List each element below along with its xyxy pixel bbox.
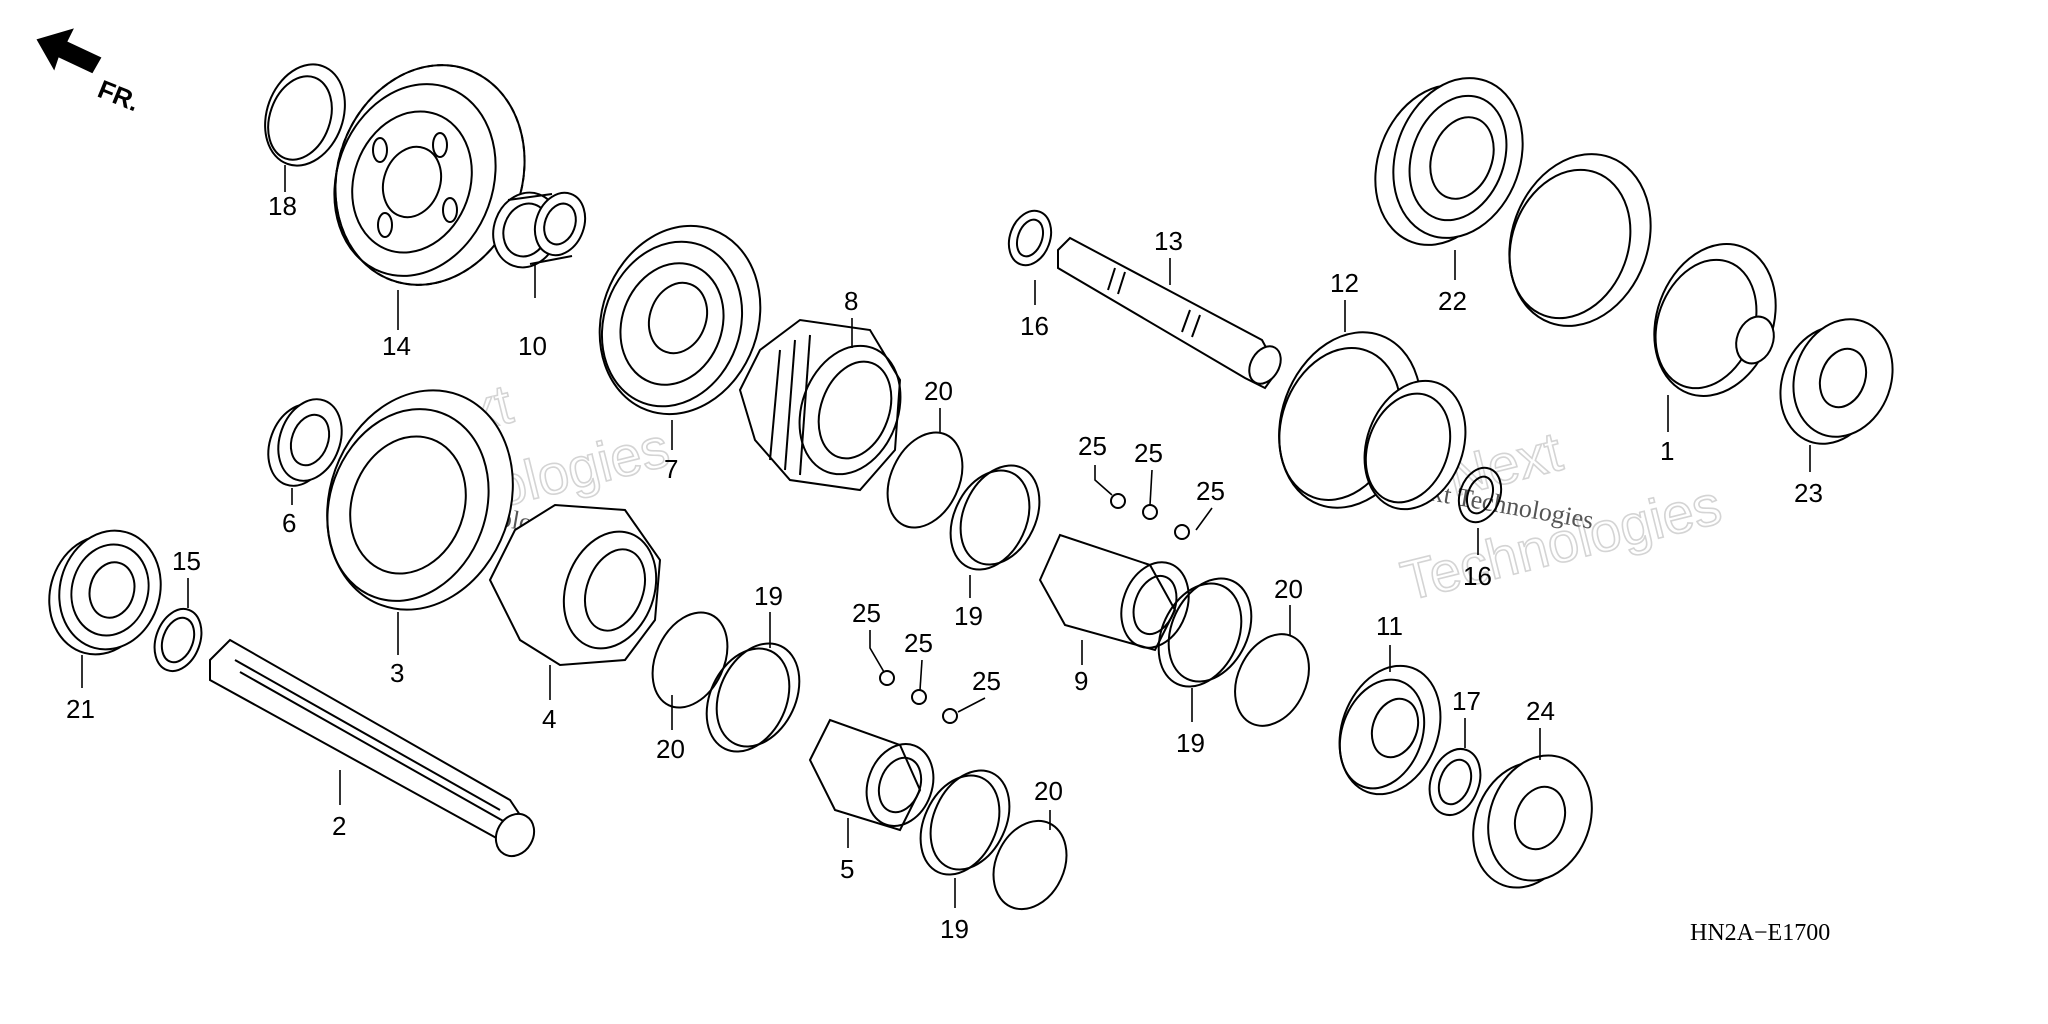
callout-14: 14 — [382, 331, 411, 361]
part-15-washer — [153, 608, 203, 672]
diagram-reference-code: HN2A−E1700 — [1690, 920, 1830, 946]
callout-8: 8 — [844, 286, 858, 316]
part-19-spline-washer-right — [1157, 577, 1253, 688]
callout-2: 2 — [332, 811, 346, 841]
callout-16-upper: 16 — [1020, 311, 1049, 341]
callout-24: 24 — [1526, 696, 1555, 726]
part-24-ball-bearing — [1472, 754, 1593, 889]
part-9-needle-bearing — [1038, 533, 1190, 652]
callout-12: 12 — [1330, 268, 1359, 298]
callout-3: 3 — [390, 658, 404, 688]
part-13-countershaft — [1057, 236, 1282, 390]
part-17-washer — [1428, 748, 1482, 816]
callout-5: 5 — [840, 854, 854, 884]
part-7-gear — [598, 224, 762, 416]
part-19-spline-washer-lower-left — [705, 642, 801, 753]
callout-9: 9 — [1074, 666, 1088, 696]
callout-6: 6 — [282, 508, 296, 538]
callout-11: 11 — [1376, 611, 1403, 641]
callout-20-lower-left: 20 — [656, 734, 685, 764]
part-3-gear — [326, 389, 514, 611]
callout-4: 4 — [542, 704, 556, 734]
callout-25-d: 25 — [852, 598, 881, 628]
callout-19-lower: 19 — [940, 914, 969, 944]
part-1-gear-cluster — [1508, 153, 1777, 397]
callout-16-lower: 16 — [1463, 561, 1492, 591]
callout-25-a: 25 — [1078, 431, 1107, 461]
callout-20-upper: 20 — [924, 376, 953, 406]
part-16-washer-lower — [1457, 466, 1503, 524]
part-20-circlip-lower — [992, 819, 1068, 911]
callout-19-lower-left: 19 — [754, 581, 783, 611]
part-20-circlip-upper — [886, 431, 964, 529]
part-22-ball-bearing — [1374, 77, 1524, 246]
callout-7: 7 — [664, 454, 678, 484]
front-direction-label: FR. — [94, 74, 144, 118]
callout-10: 10 — [518, 331, 547, 361]
part-11-gear — [1338, 664, 1442, 796]
callout-20-right: 20 — [1274, 574, 1303, 604]
part-20-circlip-right — [1234, 633, 1310, 727]
part-6-collar — [267, 398, 343, 487]
part-18-thrust-washer — [264, 63, 346, 167]
part-20-circlip-lower-left — [651, 611, 729, 709]
part-23-ball-bearing — [1779, 318, 1894, 445]
callout-25-b: 25 — [1134, 438, 1163, 468]
callout-25-c: 25 — [1196, 476, 1225, 506]
part-14-large-gear — [333, 64, 526, 286]
front-direction-arrow-icon — [36, 28, 102, 74]
callout-22: 22 — [1438, 286, 1467, 316]
part-21-ball-bearing — [48, 529, 162, 656]
callout-20-lower: 20 — [1034, 776, 1063, 806]
part-4-shifter-sleeve — [488, 503, 662, 667]
part-19-spline-washer-lower — [919, 769, 1011, 876]
callout-18: 18 — [268, 191, 297, 221]
callout-25-e: 25 — [904, 628, 933, 658]
part-12-gear — [1278, 331, 1467, 511]
callout-13: 13 — [1154, 226, 1183, 256]
callout-15: 15 — [172, 546, 201, 576]
callout-numbers: 18 14 10 7 8 20 19 6 3 4 21 15 2 20 19 5… — [66, 191, 1823, 944]
callout-1: 1 — [1660, 436, 1674, 466]
callout-25-f: 25 — [972, 666, 1001, 696]
callout-19-upper: 19 — [954, 601, 983, 631]
callout-21: 21 — [66, 694, 95, 724]
callout-17: 17 — [1452, 686, 1481, 716]
part-2-mainshaft — [209, 638, 536, 858]
part-8-sleeve — [738, 318, 902, 492]
part-10-bushing — [492, 191, 587, 269]
part-5-needle-bearing — [808, 718, 935, 832]
leader-lines — [81, 165, 1811, 908]
callout-23: 23 — [1794, 478, 1823, 508]
part-16-washer-upper — [1007, 209, 1053, 267]
part-19-spline-washer-upper — [949, 464, 1041, 571]
callout-19-right: 19 — [1176, 728, 1205, 758]
